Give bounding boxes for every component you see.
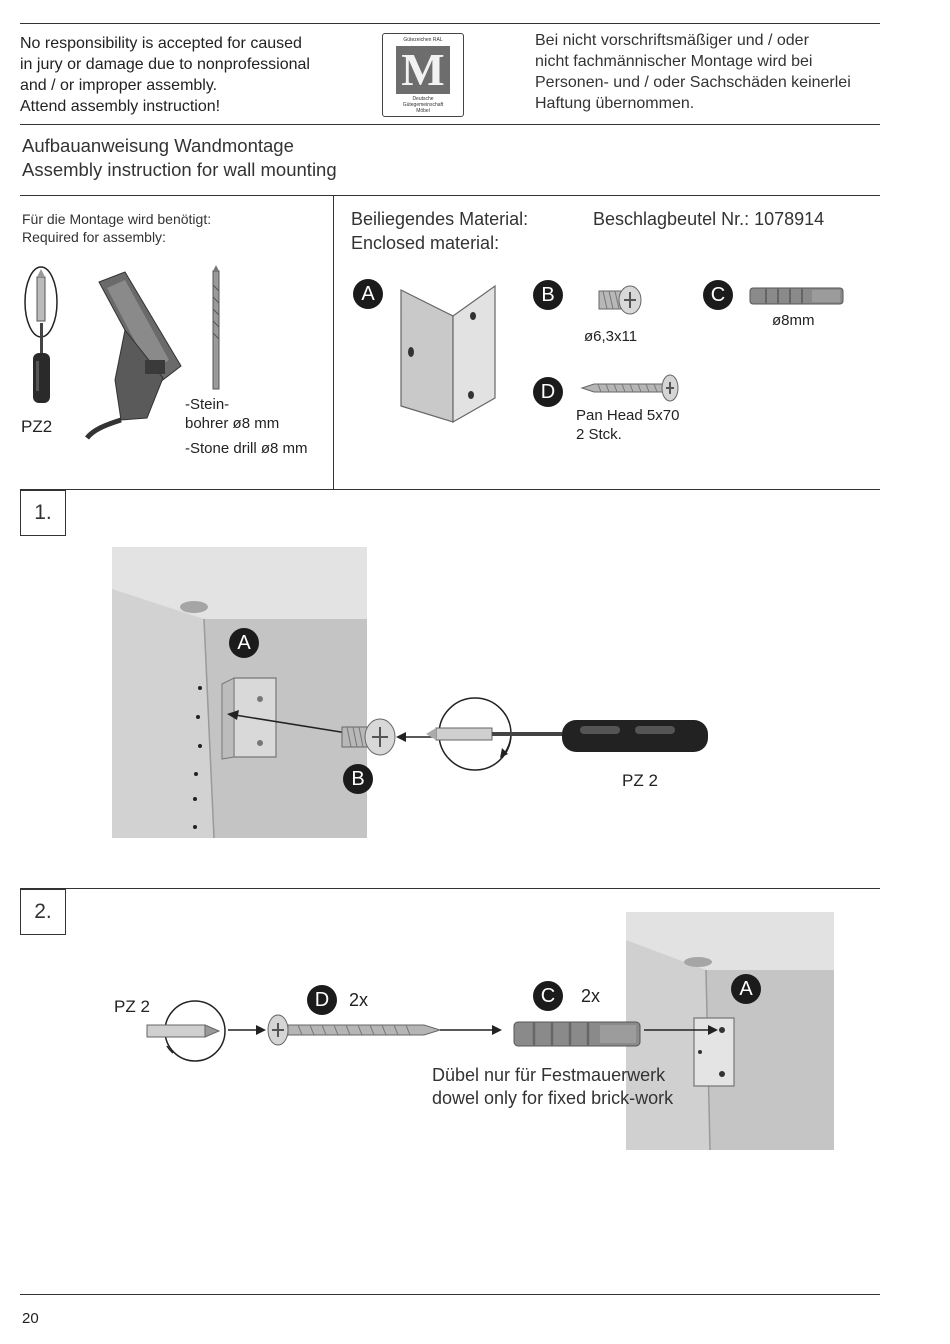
step-2-qty-d: 2x (349, 990, 369, 1010)
footer-rule (20, 1294, 880, 1295)
badge-b: B (533, 280, 563, 310)
logo-top-text: Gütezeichen RAL (403, 37, 443, 43)
step-1-badge-a: A (229, 628, 259, 658)
angle-bracket-icon (400, 284, 496, 424)
step-2-badge-c: C (533, 981, 563, 1011)
tools-heading-de: Für die Montage wird benötigt: (22, 211, 212, 227)
step-1-cabinet-photo (112, 547, 367, 838)
warning-de-line-4: Haftung übernommen. (535, 95, 695, 112)
warning-de-line-2: nicht fachmännischer Montage wird bei (535, 53, 813, 70)
screw-d-caption-2: 2 Stck. (576, 426, 622, 443)
badge-d: D (533, 377, 563, 407)
tools-heading-en: Required for assembly: (22, 229, 166, 245)
logo-bottom-text-1: Deutsche (412, 96, 434, 102)
warning-en-line-1: No responsibility is accepted for caused (20, 35, 302, 52)
warning-de-line-1: Bei nicht vorschriftsmäßiger und / oder (535, 32, 809, 49)
step-2-arrow-2 (440, 1025, 502, 1035)
step-2-top-rule (20, 888, 880, 889)
logo-bottom-text-2: Gütegemeinschaft (402, 102, 444, 108)
step-2-cabinet-illustration (626, 912, 834, 1150)
step-1-cabinet-illustration (112, 547, 367, 838)
tools-material-divider (333, 195, 334, 489)
drill-label-line-1: -Stein- (185, 396, 230, 413)
title-bottom-rule (20, 195, 880, 196)
step-2-number: 2. (20, 889, 66, 935)
step-2-cabinet-photo (626, 912, 834, 1150)
material-heading-en: Enclosed material: (351, 233, 500, 253)
bag-number: Beschlagbeutel Nr.: 1078914 (593, 209, 825, 229)
step-1-screw-b-icon (341, 718, 396, 756)
quality-seal-logo: Gütezeichen RAL M Deutsche Gütegemeinsch… (382, 33, 464, 117)
warning-en-line-4: Attend assembly instruction! (20, 98, 221, 115)
top-rule (20, 23, 880, 24)
dowel-c-caption: ø8mm (772, 312, 815, 329)
material-bottom-rule (20, 489, 880, 490)
screw-b-caption: ø6,3x11 (584, 328, 638, 345)
step-2-arrow-1 (228, 1025, 266, 1035)
step-2-badge-d: D (307, 985, 337, 1015)
screwdriver-label: PZ2 (21, 417, 53, 436)
wall-dowel-icon (749, 287, 844, 305)
step-1-screwdriver-icon (426, 697, 708, 771)
step-2-note-en: dowel only for fixed brick-work (432, 1088, 674, 1108)
step-1-arrow-to-bracket (227, 710, 348, 734)
stone-drill-bit-icon (212, 265, 220, 390)
warning-en-line-3: and / or improper assembly. (20, 77, 218, 94)
material-heading-de: Beiliegendes Material: (351, 209, 529, 229)
step-1-number: 1. (20, 490, 66, 536)
step-1-tool-label: PZ 2 (622, 771, 658, 790)
step-2-screwdriver-bit-icon (146, 1000, 226, 1062)
short-screw-icon (598, 285, 642, 315)
screwdriver-pz2-icon (24, 266, 58, 403)
logo-bottom-text-3: Möbel (416, 108, 430, 114)
step-2-tool-label: PZ 2 (114, 997, 150, 1016)
logo-letter: M (401, 44, 445, 95)
header-bottom-rule (20, 124, 880, 125)
step-2-note-de: Dübel nur für Festmauerwerk (432, 1065, 666, 1085)
drill-label-line-2: bohrer ø8 mm (185, 415, 280, 432)
screw-d-caption-1: Pan Head 5x70 (576, 407, 680, 424)
step-1-badge-b: B (343, 764, 373, 794)
step-2-arrow-3 (644, 1025, 718, 1035)
page-number: 20 (22, 1310, 39, 1327)
power-drill-icon (85, 271, 182, 440)
step-2-long-screw-icon (267, 1014, 442, 1046)
warning-en-line-2: in jury or damage due to nonprofessional (20, 56, 310, 73)
warning-de-line-3: Personen- und / oder Sachschäden keinerl… (535, 74, 851, 91)
step-2-badge-a: A (731, 974, 761, 1004)
step-2-dowel-icon (513, 1021, 641, 1047)
title-en: Assembly instruction for wall mounting (22, 159, 337, 180)
long-screw-icon (580, 374, 679, 402)
logo-emblem: M (396, 46, 450, 94)
title-de: Aufbauanweisung Wandmontage (22, 135, 294, 156)
step-2-qty-c: 2x (581, 986, 601, 1006)
badge-c: C (703, 280, 733, 310)
step-1-arrow-to-screw (396, 732, 434, 742)
badge-a: A (353, 279, 383, 309)
drill-label-line-3: -Stone drill ø8 mm (185, 440, 308, 457)
